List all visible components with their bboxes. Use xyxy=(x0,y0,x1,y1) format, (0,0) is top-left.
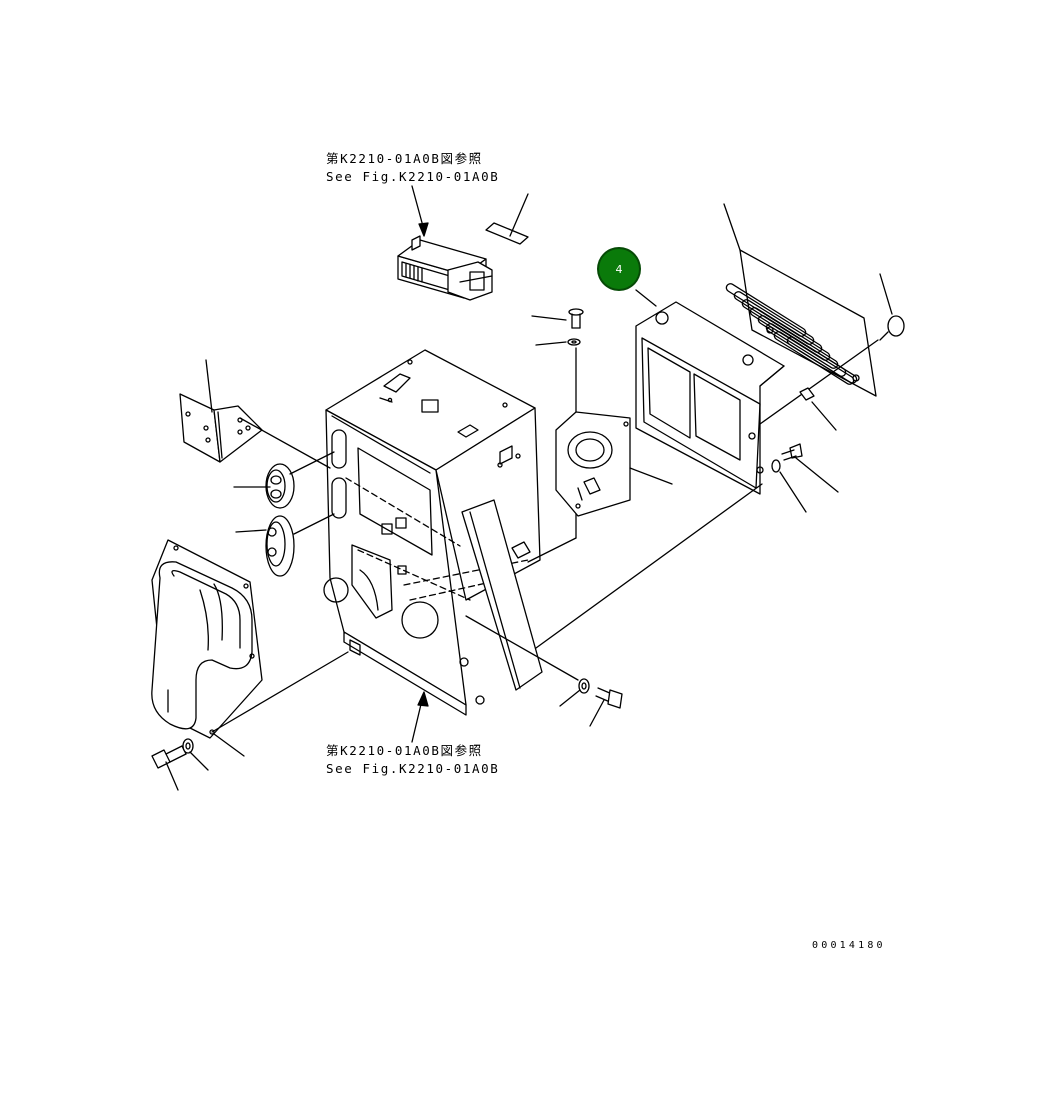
plate-icon xyxy=(555,411,631,517)
bolt-icon xyxy=(595,687,623,709)
duct-icon xyxy=(151,539,263,739)
bolt-icon xyxy=(781,443,803,461)
callout-badge[interactable]: 4 xyxy=(599,249,639,289)
frame-icon xyxy=(323,349,543,716)
bracket-icon xyxy=(179,393,263,463)
bolt-icon xyxy=(879,315,905,341)
box-component-icon xyxy=(397,235,493,301)
washer-icon xyxy=(578,678,590,694)
bolt-icon xyxy=(799,387,815,401)
reference-label-bottom: 第K2210-01A0B図参照 See Fig.K2210-01A0B xyxy=(326,742,499,778)
reference-label-top: 第K2210-01A0B図参照 See Fig.K2210-01A0B xyxy=(326,150,499,186)
reference-en-top: See Fig.K2210-01A0B xyxy=(326,169,500,184)
cover-icon xyxy=(635,301,785,495)
bolt-icon xyxy=(151,745,187,769)
washer-icon xyxy=(182,738,194,754)
grommet-icon xyxy=(265,515,295,577)
grille-icon xyxy=(725,249,877,397)
reference-jp-top: 第K2210-01A0B図参照 xyxy=(326,151,483,166)
bolt-icon xyxy=(568,308,584,329)
washer-icon xyxy=(771,459,781,473)
figure-number: 00014180 xyxy=(812,940,886,951)
washer-icon xyxy=(567,338,581,346)
grommet-icon xyxy=(265,463,295,509)
reference-en-bottom: See Fig.K2210-01A0B xyxy=(326,761,500,776)
reference-jp-bottom: 第K2210-01A0B図参照 xyxy=(326,743,483,758)
